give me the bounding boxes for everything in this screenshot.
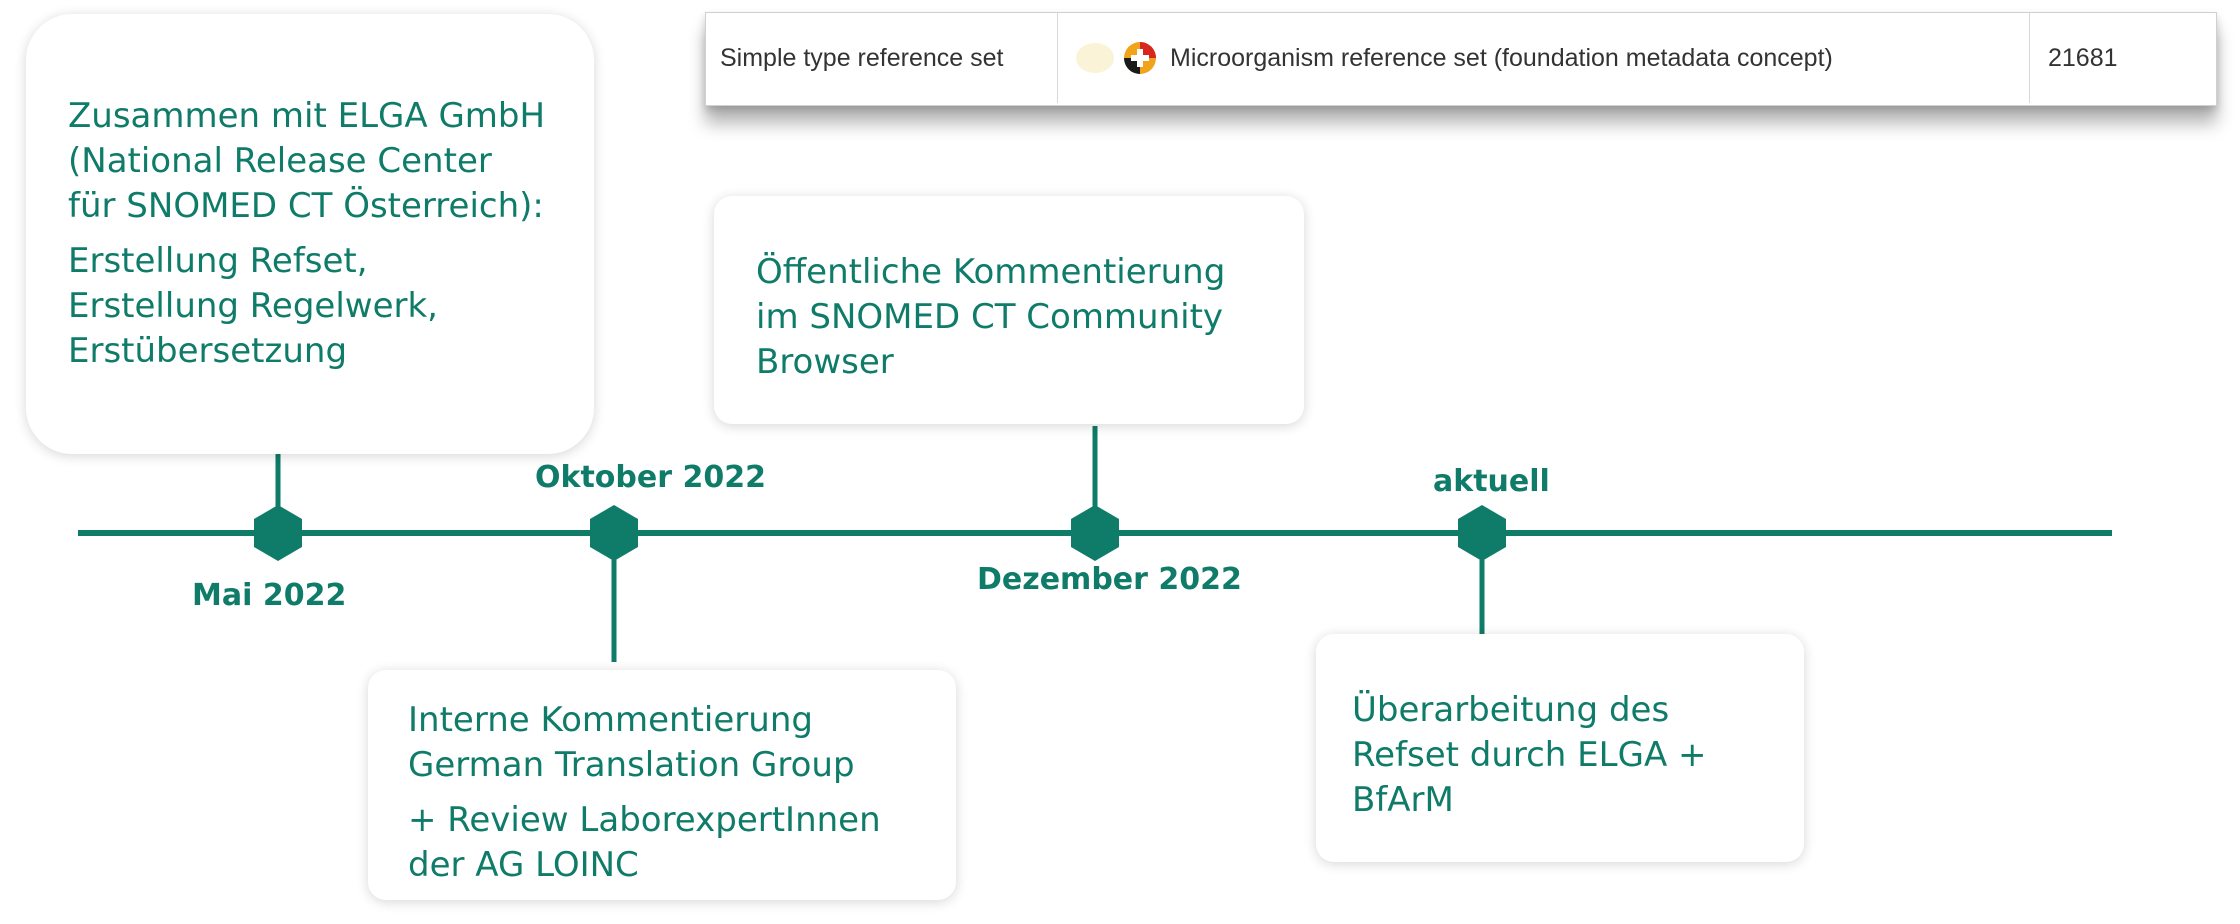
table-row: Simple type reference set Microorganism … xyxy=(706,13,2216,103)
date-label-oktober: Oktober 2022 xyxy=(535,460,766,495)
milestone-marker-aktuell xyxy=(1458,505,1506,561)
callout-text: Zusammen mit ELGA GmbH(National Release … xyxy=(68,96,546,226)
table-cell-concept: Microorganism reference set (foundation … xyxy=(1058,13,2030,103)
table-cell-type: Simple type reference set xyxy=(706,13,1058,103)
table-cell-id: 21681 xyxy=(2048,43,2118,72)
callout-mai-2022: Zusammen mit ELGA GmbH(National Release … xyxy=(26,14,594,454)
refset-screenshot: Simple type reference set Microorganism … xyxy=(705,12,2217,106)
highlight-blob xyxy=(1076,43,1114,73)
milestone-marker-oktober xyxy=(590,505,638,561)
callout-text: Erstellung Refset,Erstellung Regelwerk,E… xyxy=(68,241,438,371)
date-label-mai: Mai 2022 xyxy=(192,578,347,613)
concept-status-icon xyxy=(1124,42,1156,74)
date-label-dezember: Dezember 2022 xyxy=(977,562,1242,597)
date-label-aktuell: aktuell xyxy=(1433,464,1550,499)
milestone-marker-dezember xyxy=(1071,505,1119,561)
milestone-marker-mai xyxy=(254,505,302,561)
